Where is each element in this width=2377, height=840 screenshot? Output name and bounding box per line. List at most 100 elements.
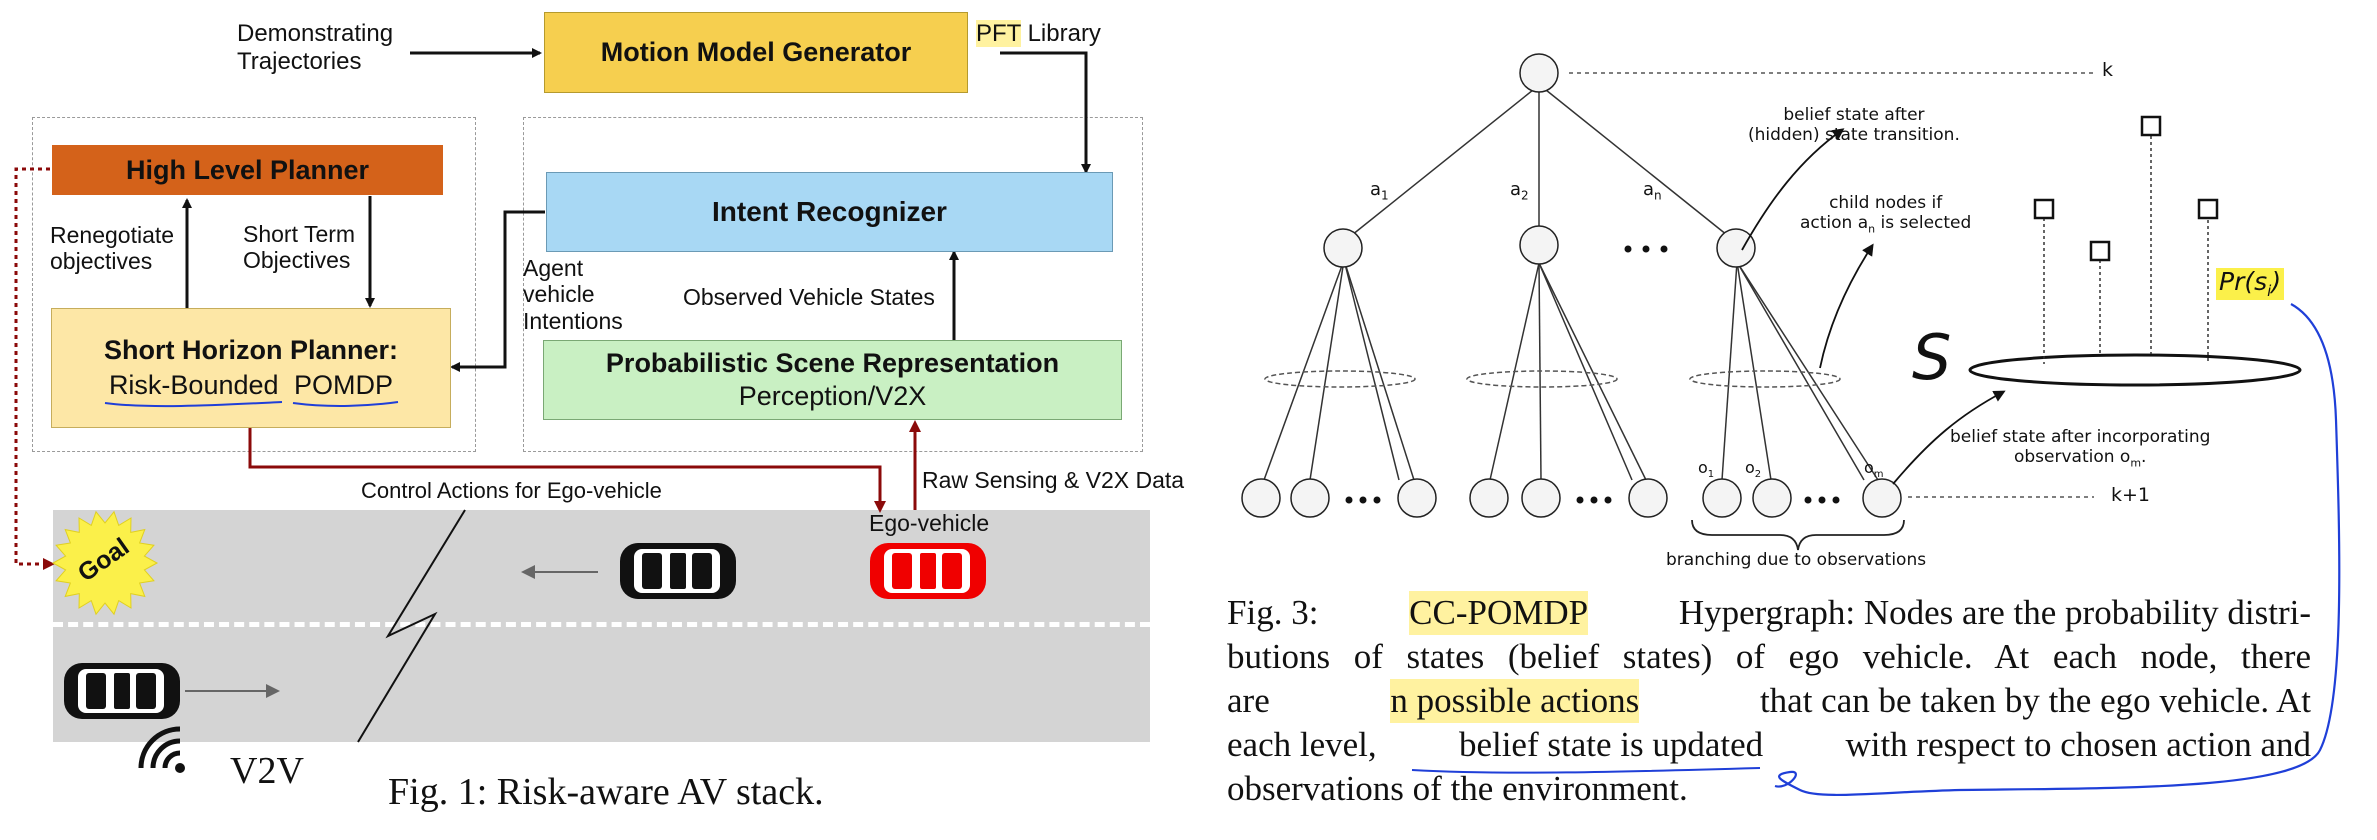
belief-obs-2sub: m <box>2130 455 2142 469</box>
node-a1 <box>1323 228 1363 268</box>
caption3-line-3: are n possible actions that can be taken… <box>1227 679 2311 723</box>
child-nodes-line-1: child nodes if <box>1829 193 1943 213</box>
goal-star-icon <box>51 510 159 616</box>
belief-observation-label: belief state after incorporating observa… <box>1950 427 2210 470</box>
pft-rest: Library <box>1020 20 1101 47</box>
agent-intentions-label: Agent vehicle Intentions <box>523 255 623 334</box>
caption3-line-1: Fig. 3: CC-POMDP Hypergraph: Nodes are t… <box>1227 591 2311 635</box>
an-sub: n <box>1654 188 1662 203</box>
arrow-belief-transition <box>1741 128 1845 251</box>
o2-sub: 2 <box>1754 469 1762 481</box>
renegotiate-line-1: Renegotiate <box>50 222 175 248</box>
pr-sub: i <box>2267 282 2272 300</box>
caption3-cc-pomdp: CC-POMDP <box>1409 591 1589 635</box>
child-line2-a: action a <box>1800 212 1869 233</box>
observed-states-label: Observed Vehicle States <box>683 284 935 310</box>
probability-label: Pr(si) <box>2216 267 2285 301</box>
black-car-icon <box>620 543 736 599</box>
short-term-line-2: Objectives <box>243 247 351 274</box>
black-car-lower-icon <box>64 663 180 719</box>
risk-bounded-text: Risk-Bounded <box>108 370 279 400</box>
edge-an <box>1540 85 1728 236</box>
raw-sensing-label: Raw Sensing & V2X Data <box>922 467 1185 493</box>
demo-trajectories-label: Demonstrating Trajectories <box>237 20 393 75</box>
caption3-belief-updated: belief state is updated <box>1458 725 1764 764</box>
belief-updated-underline <box>1411 767 1761 774</box>
caption3-line3-rest: that can be taken by the ego vehicle. At <box>1759 681 2311 720</box>
belief-transition-line-1: belief state after <box>1783 105 1925 125</box>
caption3-line1-rest: Hypergraph: Nodes are the probability di… <box>1678 593 2311 632</box>
arrow-child-nodes <box>1819 243 1874 369</box>
a2-sub: 2 <box>1521 188 1529 203</box>
pr-end: ) <box>2271 267 2282 296</box>
pft-library-label: PFT Library <box>976 20 1101 48</box>
hyperedge-ellipse-3 <box>1689 370 1841 388</box>
root-node <box>1519 53 1559 93</box>
om-text: o <box>1864 458 1874 477</box>
hyperedge-ellipse-1 <box>1264 370 1416 388</box>
ego-car-icon <box>870 543 986 599</box>
child-nodes-line-2: action an is selected <box>1800 212 1972 236</box>
lane-break-bolt <box>357 509 466 743</box>
probability-boxes <box>2033 115 2219 262</box>
ego-vehicle-label: Ego-vehicle <box>869 510 990 536</box>
demo-line-2: Trajectories <box>237 47 362 75</box>
a2-text: a <box>1510 179 1522 200</box>
agent-line-1: Agent <box>523 255 584 281</box>
probabilistic-scene-box: Probabilistic Scene Representation Perce… <box>543 340 1122 420</box>
child-line2-sub: n <box>1868 221 1876 235</box>
belief-obs-line-2: observation om. <box>1950 446 2210 470</box>
lane-divider <box>53 622 1150 627</box>
child-line2-b: is selected <box>1875 212 1972 233</box>
obs-o2-label: o2 <box>1745 458 1762 481</box>
edge-a1 <box>1351 85 1539 236</box>
an-text: a <box>1643 179 1655 200</box>
prob-scene-title: Probabilistic Scene Representation <box>605 348 1060 378</box>
renegotiate-line-2: objectives <box>50 248 153 275</box>
o2-text: o <box>1745 458 1755 477</box>
caption3-fig: Fig. 3: <box>1227 593 1319 632</box>
action-a1-label: a1 <box>1370 179 1389 203</box>
caption3-line-2: butions of states (belief states) of ego… <box>1227 637 2311 676</box>
probability-stems <box>2043 136 2209 364</box>
v2v-signal-icon <box>138 726 185 773</box>
a1-text: a <box>1370 179 1382 200</box>
perception-group-box <box>523 117 1143 452</box>
caption3-line4-rest: with respect to chosen action and <box>1845 725 2311 764</box>
a1-sub: 1 <box>1381 188 1389 203</box>
obs-o1-label: o1 <box>1698 458 1715 481</box>
intent-recognizer-box: Intent Recognizer <box>546 172 1113 252</box>
level-k-label: k <box>2102 59 2114 81</box>
node-an <box>1716 228 1756 268</box>
o1-sub: 1 <box>1707 469 1715 481</box>
om-sub: m <box>1873 469 1884 481</box>
arrow-highlevel-to-goal <box>14 167 55 570</box>
planner-group-box <box>32 117 476 452</box>
caption3-line-4: each level, belief state is updated with… <box>1227 723 2311 767</box>
fig3-caption: Fig. 3: CC-POMDP Hypergraph: Nodes are t… <box>1227 591 2311 811</box>
intent-label: Intent Recognizer <box>712 196 947 227</box>
motion-model-generator-box: Motion Model Generator <box>544 12 968 93</box>
v2v-label: V2V <box>230 750 304 792</box>
caption3-line-5: observations of the environment. <box>1227 769 1688 808</box>
pr-text: Pr(s <box>2219 267 2268 296</box>
arrow-agent-intentions <box>450 210 545 372</box>
group1-edges <box>1263 259 1415 481</box>
state-space-ellipse <box>1968 353 2302 387</box>
demo-line-1: Demonstrating <box>237 20 394 47</box>
pen-annotation-curve <box>1774 303 2341 797</box>
action-an-label: an <box>1643 179 1662 203</box>
level-k1-label: k+1 <box>2111 484 2151 506</box>
state-space-S-label: S <box>1912 321 1952 394</box>
leaf-nodes <box>1241 478 1902 518</box>
pomdp-underline <box>292 401 399 407</box>
belief-obs-2b: . <box>2141 446 2147 467</box>
branching-label: branching due to observations <box>1666 550 1927 570</box>
agent-line-2: vehicle <box>523 281 595 308</box>
belief-transition-line-2: (hidden) state transition. <box>1748 124 1960 145</box>
ellipsis-dots <box>1345 245 1840 504</box>
action-a2-label: a2 <box>1510 179 1529 203</box>
short-term-label: Short Term Objectives <box>243 221 355 274</box>
short-term-line-1: Short Term <box>243 221 356 247</box>
